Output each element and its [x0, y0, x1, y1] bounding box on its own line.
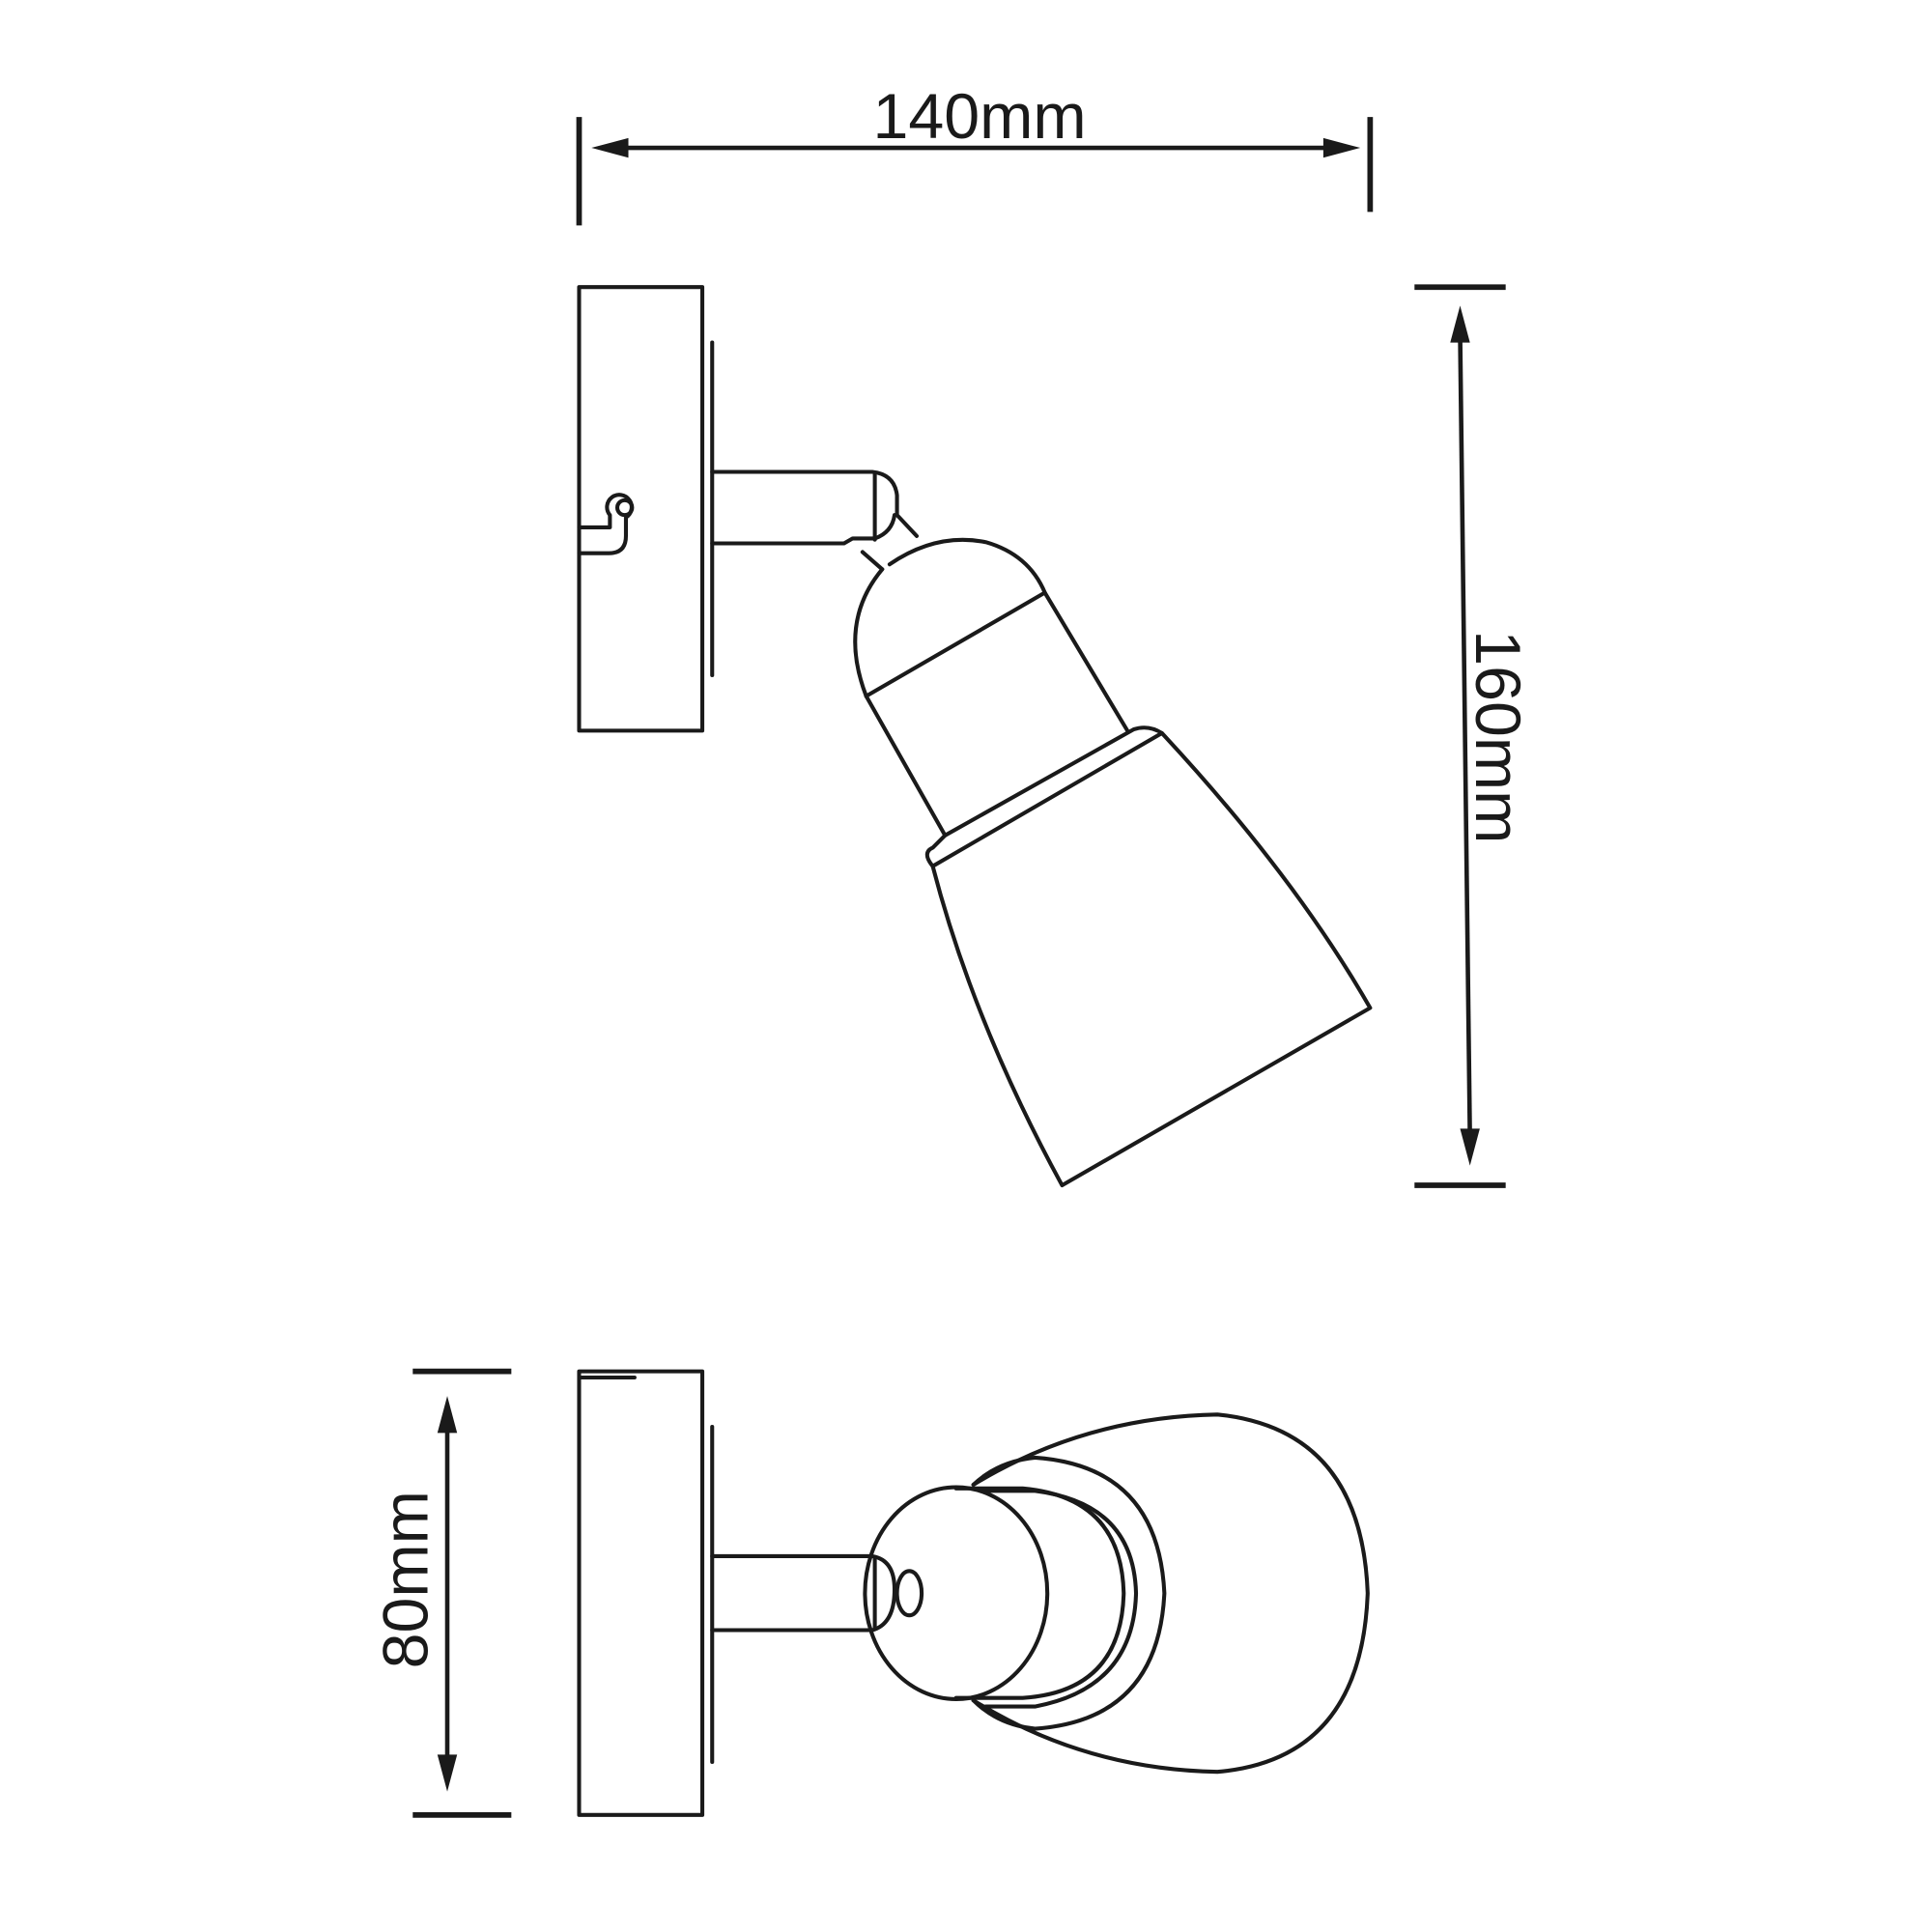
arrow-down-icon — [437, 1754, 458, 1792]
height-dimension: 160mm — [1414, 284, 1533, 1188]
width-dimension: 140mm — [576, 81, 1374, 226]
arrow-up-icon — [437, 1396, 458, 1434]
width-label: 140mm — [872, 81, 1086, 153]
height-label: 160mm — [1462, 630, 1533, 843]
arrow-down-icon — [1460, 1128, 1480, 1166]
lamp-side-view — [577, 285, 1373, 1188]
arrow-right-icon — [1322, 137, 1361, 158]
depth-label: 80mm — [371, 1491, 442, 1668]
arrow-left-icon — [591, 137, 629, 158]
arrow-up-icon — [1450, 305, 1470, 343]
lamp-front-view — [577, 1369, 1370, 1817]
depth-dimension: 80mm — [371, 1368, 512, 1818]
